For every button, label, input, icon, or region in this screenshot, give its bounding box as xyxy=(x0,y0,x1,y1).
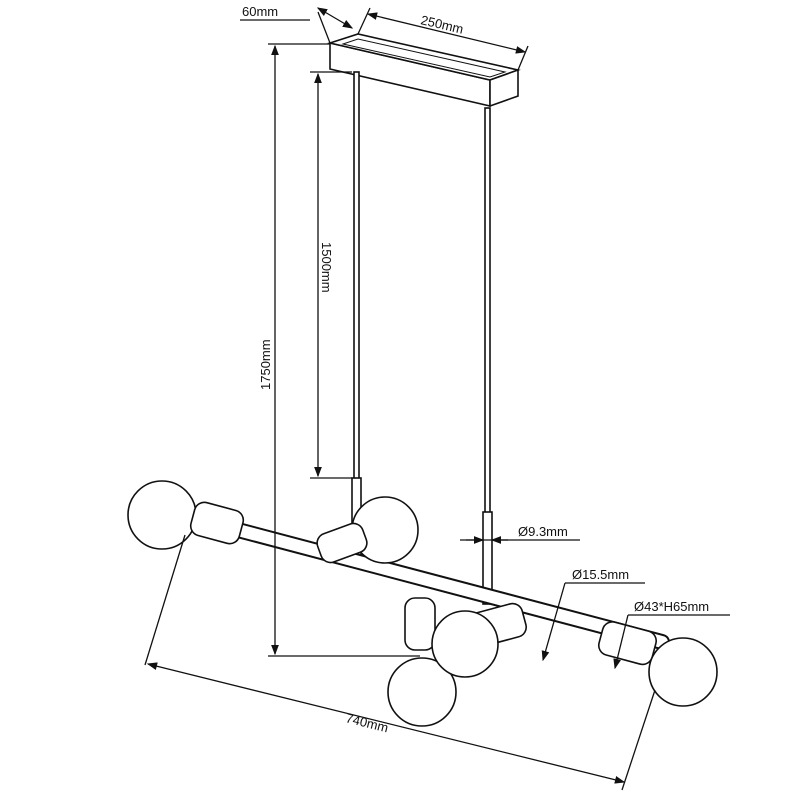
lamp-bar xyxy=(177,508,670,650)
label-canopy-length: 250mm xyxy=(419,12,465,36)
globe-right xyxy=(648,637,718,707)
lamp-heads xyxy=(127,480,718,727)
label-cable-diameter: Ø9.3mm xyxy=(518,524,568,539)
label-total-width: 740mm xyxy=(344,710,390,735)
label-socket-size: Ø43*H65mm xyxy=(634,599,709,614)
label-cable-length: 1500mm xyxy=(319,242,334,293)
label-total-height: 1750mm xyxy=(258,339,273,390)
globe-middle xyxy=(431,610,499,678)
globe-left xyxy=(127,480,197,550)
label-bar-diameter: Ø15.5mm xyxy=(572,567,629,582)
dimension-lines xyxy=(144,7,730,791)
label-canopy-depth: 60mm xyxy=(242,4,278,19)
